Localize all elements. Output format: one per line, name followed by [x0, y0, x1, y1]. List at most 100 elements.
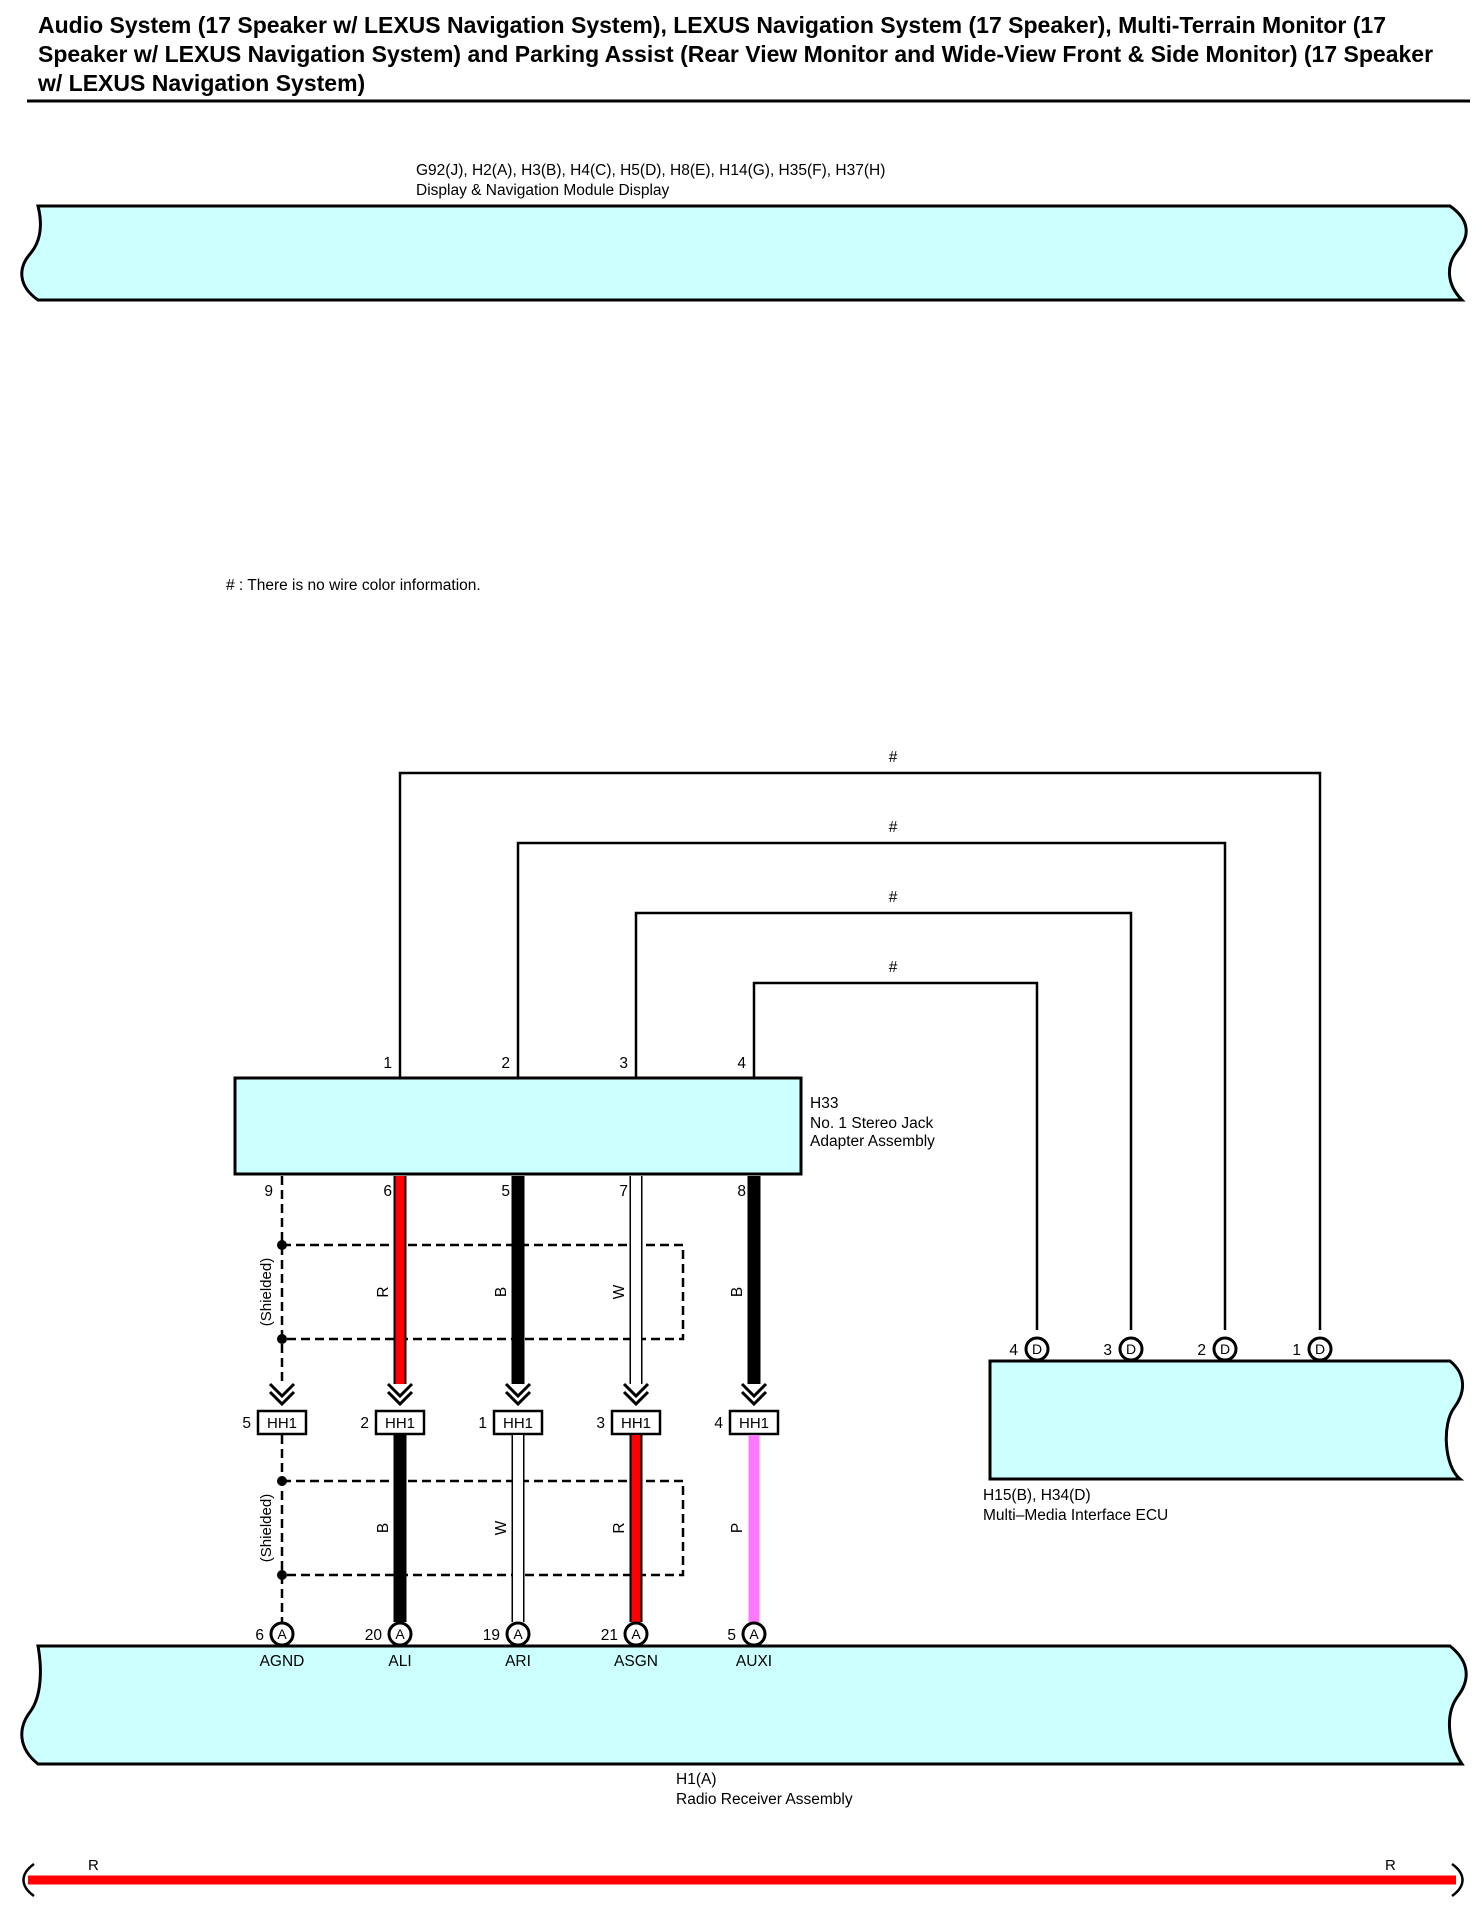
svg-text:20: 20: [365, 1627, 383, 1644]
lower-wire-r-label: R: [611, 1522, 628, 1533]
radio-pin-ali: A 20 ALI: [365, 1621, 413, 1670]
stereo-jack-pin-5: 5: [501, 1183, 510, 1200]
junction-hh1-2: HH1 2: [360, 1409, 426, 1436]
junction-1-pin: 1: [478, 1415, 487, 1432]
stereo-jack-name-line-1: No. 1 Stereo Jack: [810, 1115, 933, 1132]
radio-name: Radio Receiver Assembly: [676, 1791, 853, 1808]
stereo-jack-pin-7: 7: [619, 1183, 628, 1200]
top-wire-1: [398, 771, 1322, 1330]
radio-pin-auxi: A 5 AUXI: [727, 1621, 772, 1670]
svg-text:D: D: [1032, 1341, 1042, 1357]
svg-text:HH1: HH1: [385, 1415, 415, 1432]
svg-text:A: A: [277, 1626, 287, 1642]
chevron-2: [386, 1382, 414, 1407]
junction-2-pin: 2: [360, 1415, 369, 1432]
stereo-jack-component-box: [233, 1076, 803, 1176]
svg-text:HH1: HH1: [621, 1415, 651, 1432]
svg-text:A: A: [631, 1626, 641, 1642]
bus-left-label: R: [88, 1857, 99, 1874]
junction-hh1-5: HH1 5: [242, 1409, 308, 1436]
svg-text:HH1: HH1: [739, 1415, 769, 1432]
stereo-jack-pin-1: 1: [383, 1055, 392, 1072]
mmi-pin-3: D 3: [1103, 1336, 1144, 1362]
svg-text:HH1: HH1: [503, 1415, 533, 1432]
radio-component-box: [20, 1644, 1468, 1766]
wire-color-note: # : There is no wire color information.: [226, 577, 481, 594]
bus-right-label: R: [1385, 1857, 1396, 1874]
lower-wire-p-label: P: [729, 1523, 746, 1533]
svg-text:1: 1: [1292, 1342, 1301, 1359]
top-wire-3-color: #: [889, 889, 898, 906]
junction-5-pin: 5: [242, 1415, 251, 1432]
junction-3-pin: 3: [596, 1415, 605, 1432]
bottom-red-bus: R R: [22, 1857, 1464, 1898]
junction-chevrons: [268, 1382, 768, 1407]
svg-text:19: 19: [483, 1627, 500, 1644]
top-wire-4-color: #: [889, 959, 898, 976]
mmi-pin-1: D 1: [1292, 1336, 1333, 1362]
svg-text:21: 21: [601, 1627, 618, 1644]
svg-text:A: A: [395, 1626, 405, 1642]
chevron-1: [504, 1382, 532, 1407]
mmi-pin-4: D 4: [1009, 1336, 1050, 1362]
top-wire-2-color: #: [889, 819, 898, 836]
title-line-2: Speaker w/ LEXUS Navigation System) and …: [38, 41, 1433, 67]
svg-text:AUXI: AUXI: [736, 1653, 772, 1670]
stereo-jack-pin-6: 6: [383, 1183, 392, 1200]
display-code: G92(J), H2(A), H3(B), H4(C), H5(D), H8(E…: [416, 162, 885, 179]
upper-wire-b2-label: B: [729, 1287, 746, 1297]
lower-wire-b-label: B: [375, 1523, 392, 1533]
svg-text:A: A: [513, 1626, 523, 1642]
svg-text:A: A: [749, 1626, 759, 1642]
svg-text:D: D: [1126, 1341, 1136, 1357]
junction-hh1-4: HH1 4: [714, 1409, 780, 1436]
stereo-jack-pin-9: 9: [264, 1183, 273, 1200]
display-component-box: [20, 204, 1468, 302]
chevron-4: [740, 1382, 768, 1407]
top-wires: [398, 771, 1322, 1330]
top-wire-3: [634, 911, 1133, 1330]
stereo-jack-code: H33: [810, 1095, 838, 1112]
mmi-ecu-name: Multi–Media Interface ECU: [983, 1507, 1168, 1524]
svg-text:ALI: ALI: [388, 1653, 411, 1670]
radio-pin-agnd: A 6 AGND: [255, 1621, 305, 1670]
chevron-5: [268, 1382, 296, 1407]
stereo-jack-pin-8: 8: [737, 1183, 746, 1200]
chevron-3: [622, 1382, 650, 1407]
stereo-jack-name-line-2: Adapter Assembly: [810, 1133, 935, 1150]
title-line-1: Audio System (17 Speaker w/ LEXUS Naviga…: [38, 12, 1386, 38]
radio-pin-asgn: A 21 ASGN: [601, 1621, 658, 1670]
svg-text:5: 5: [727, 1627, 736, 1644]
svg-text:HH1: HH1: [267, 1415, 297, 1432]
upper-wire-b-label: B: [493, 1287, 510, 1297]
radio-code: H1(A): [676, 1771, 716, 1788]
stereo-jack-pin-3: 3: [619, 1055, 628, 1072]
mmi-ecu-code: H15(B), H34(D): [983, 1487, 1091, 1504]
upper-wire-r-label: R: [375, 1286, 392, 1297]
mmi-pin-2: D 2: [1197, 1336, 1238, 1362]
svg-text:AGND: AGND: [260, 1653, 305, 1670]
title-line-3: w/ LEXUS Navigation System): [37, 70, 365, 96]
display-name: Display & Navigation Module Display: [416, 182, 670, 199]
top-wire-1-color: #: [889, 749, 898, 766]
upper-wire-w-label: W: [611, 1284, 628, 1299]
junction-hh1-3: HH1 3: [596, 1409, 662, 1436]
upper-shield: (Shielded): [258, 1240, 685, 1344]
lower-wires: [280, 1435, 760, 1622]
junction-4-pin: 4: [714, 1415, 723, 1432]
svg-text:ASGN: ASGN: [614, 1653, 658, 1670]
upper-shield-label: (Shielded): [258, 1258, 275, 1326]
lower-wire-w-label: W: [493, 1520, 510, 1535]
mmi-ecu-component-box: [988, 1359, 1465, 1481]
svg-text:4: 4: [1009, 1342, 1018, 1359]
svg-text:2: 2: [1197, 1342, 1206, 1359]
top-wire-4: [752, 981, 1039, 1330]
stereo-jack-pin-2: 2: [501, 1055, 510, 1072]
svg-text:D: D: [1315, 1341, 1325, 1357]
svg-text:6: 6: [255, 1627, 264, 1644]
svg-text:3: 3: [1103, 1342, 1112, 1359]
top-wire-2: [516, 841, 1227, 1330]
svg-text:ARI: ARI: [505, 1653, 531, 1670]
junction-hh1-1: HH1 1: [478, 1409, 544, 1436]
